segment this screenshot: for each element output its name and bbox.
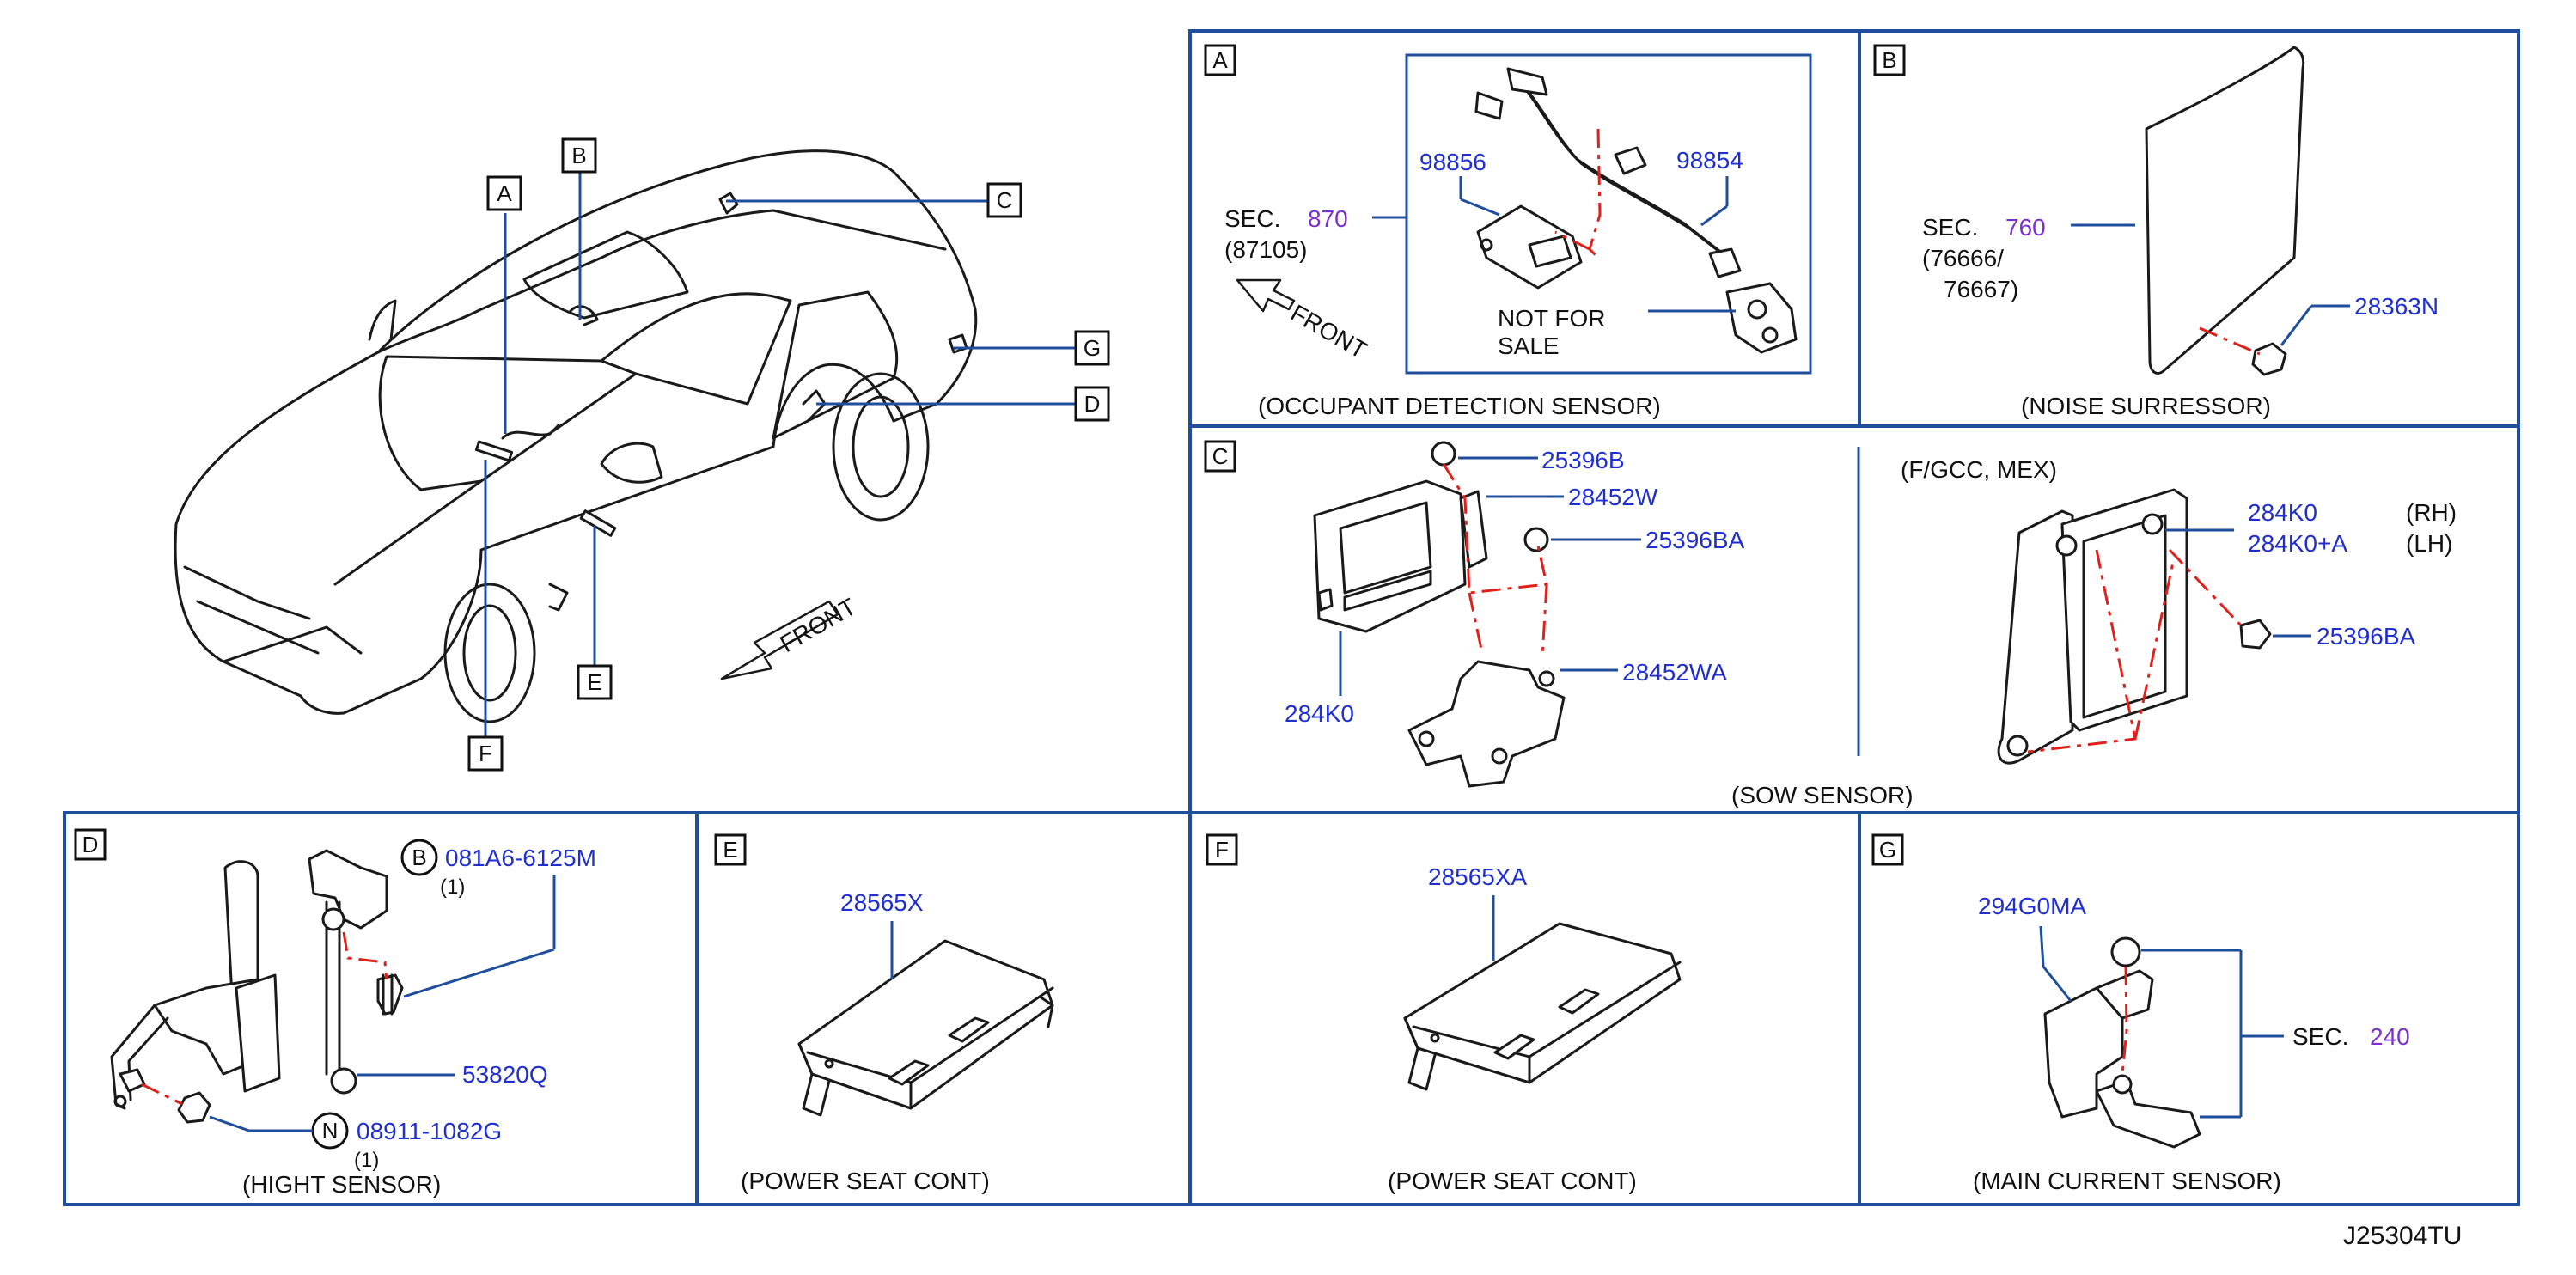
panel-C-right-part-2: 25396BA	[2317, 623, 2416, 650]
svg-text:D: D	[1084, 391, 1101, 417]
panel-F-part: 28565XA	[1428, 863, 1528, 890]
panel-C-right-part-0: 284K0	[2248, 499, 2317, 526]
panel-E-part: 28565X	[840, 889, 924, 916]
panel-C-right-part-1: 284K0+A	[2248, 530, 2347, 557]
panel-B-sec-ref-line2: 76667)	[1944, 276, 2018, 302]
callout-C: C	[986, 182, 1022, 218]
panel-D-bolt-qty: (1)	[440, 875, 465, 899]
panel-A-front-label: FRONT	[1286, 299, 1371, 363]
svg-text:G: G	[1084, 335, 1101, 361]
callout-G: G	[1074, 330, 1110, 366]
panel-D-height-sensor: D B 081A6-6125M (1) 53820Q N 0891	[74, 828, 596, 1198]
panel-D-sensor-part: 53820Q	[462, 1061, 548, 1088]
panel-C-left-part-4: 284K0	[1285, 700, 1354, 727]
power-seat-control-unit-E	[797, 939, 1054, 1117]
noise-suppressor-plate	[2145, 46, 2305, 375]
panel-A-letter: A	[1212, 47, 1228, 73]
panel-C-side-rh: (RH)	[2406, 499, 2457, 526]
panel-A-front-arrow: FRONT	[1236, 278, 1371, 363]
panel-A-part-0: 98856	[1419, 149, 1486, 175]
panel-frames	[63, 29, 2520, 1206]
sow-sensor-left-unit	[1313, 441, 1566, 788]
callout-A: A	[486, 175, 522, 211]
drawing-code: J25304TU	[2343, 1222, 2462, 1250]
panel-B-sec-prefix: SEC.	[1922, 214, 1978, 241]
panel-F-caption: (POWER SEAT CONT)	[1388, 1168, 1637, 1194]
svg-text:F: F	[479, 741, 492, 766]
panel-B-sec-number: 760	[2005, 214, 2046, 241]
panel-B-noise-suppressor: B SEC. 760 (76666/ 76667) 28363N (NOISE …	[1873, 44, 2439, 419]
panel-A-caption: (OCCUPANT DETECTION SENSOR)	[1258, 393, 1661, 419]
panel-G-sec-prefix: SEC.	[2292, 1023, 2348, 1050]
panel-E-caption: (POWER SEAT CONT)	[741, 1168, 990, 1194]
svg-text:C: C	[997, 187, 1013, 213]
svg-text:A: A	[497, 180, 512, 206]
panel-G-sec-number: 240	[2370, 1023, 2410, 1050]
panel-G-main-current-sensor: G 294G0MA SEC. 240 (MAIN CURRENT SENSOR)	[1871, 833, 2410, 1194]
vehicle-overview: A B C G D E F FRONT	[174, 137, 1110, 772]
panel-D-nut-symbol: N	[322, 1118, 339, 1144]
panel-A-part-1: 98854	[1676, 147, 1743, 174]
panel-D-bolt-symbol: B	[412, 845, 426, 870]
panel-D-bolt-part: 081A6-6125M	[445, 845, 596, 871]
panel-C-left-part-3: 28452WA	[1622, 659, 1727, 686]
panel-E-power-seat-control: E 28565X (POWER SEAT CONT)	[714, 833, 1054, 1194]
panel-D-letter: D	[82, 832, 99, 857]
sow-sensor-right-unit	[1997, 488, 2272, 765]
callout-E: E	[577, 664, 613, 700]
callout-F: F	[467, 735, 504, 772]
svg-text:B: B	[571, 143, 586, 168]
occupant-sensor-module	[1476, 204, 1583, 290]
panel-D-caption: (HIGHT SENSOR)	[242, 1171, 441, 1198]
panel-C-variant: (F/GCC, MEX)	[1901, 456, 2057, 483]
panel-F-letter: F	[1215, 837, 1229, 863]
panel-A-sec-ref: (87105)	[1224, 236, 1308, 263]
panel-A-sec-number: 870	[1308, 205, 1348, 232]
main-current-sensor-unit	[2043, 936, 2201, 1149]
panel-A-not-for-sale-line1: NOT FOR	[1498, 305, 1605, 332]
svg-text:E: E	[587, 669, 601, 695]
panel-B-letter: B	[1882, 47, 1896, 73]
panel-B-caption: (NOISE SURRESSOR)	[2021, 393, 2271, 419]
bolt-28363N	[2251, 342, 2287, 376]
panel-A-occupant-detection-sensor: A SEC. 870 (87105) FRONT 98856	[1204, 44, 1812, 419]
panel-A-not-for-sale-line2: SALE	[1498, 332, 1560, 359]
callout-D: D	[1074, 386, 1110, 422]
car-illustration	[174, 149, 978, 723]
callout-B: B	[561, 137, 597, 174]
panel-C-letter: C	[1212, 443, 1229, 469]
vehicle-callout-lines	[484, 172, 1076, 737]
panel-F-power-seat-control: F 28565XA (POWER SEAT CONT)	[1206, 833, 1682, 1194]
panel-A-sec-prefix: SEC.	[1224, 205, 1280, 232]
power-seat-control-unit-F	[1403, 922, 1682, 1091]
panel-B-part-0: 28363N	[2354, 293, 2439, 320]
panel-G-caption: (MAIN CURRENT SENSOR)	[1973, 1168, 2281, 1194]
panel-G-letter: G	[1879, 837, 1896, 863]
panel-D-nut-part: 08911-1082G	[357, 1118, 502, 1144]
panel-C-side-lh: (LH)	[2406, 530, 2452, 557]
panel-C-left-part-0: 25396B	[1541, 447, 1625, 473]
height-sensor-assembly	[110, 849, 404, 1124]
panel-C-caption: (SOW SENSOR)	[1731, 782, 1914, 808]
vehicle-front-arrow: FRONT	[720, 593, 861, 680]
panel-B-sec-ref-line1: (76666/	[1922, 245, 2004, 271]
panel-C-left-part-2: 25396BA	[1645, 527, 1745, 553]
panel-C-left-part-1: 28452W	[1568, 484, 1658, 510]
bolt-symbol-B	[400, 839, 438, 876]
occupant-sensor-harness	[1474, 67, 1798, 354]
panel-E-letter: E	[723, 837, 737, 863]
panel-G-part: 294G0MA	[1978, 893, 2086, 919]
panel-C-sow-sensor: C 25396B 28452W 25396BA 28452WA 284K0 (F…	[1204, 440, 2457, 808]
panel-D-nut-qty: (1)	[354, 1149, 379, 1172]
